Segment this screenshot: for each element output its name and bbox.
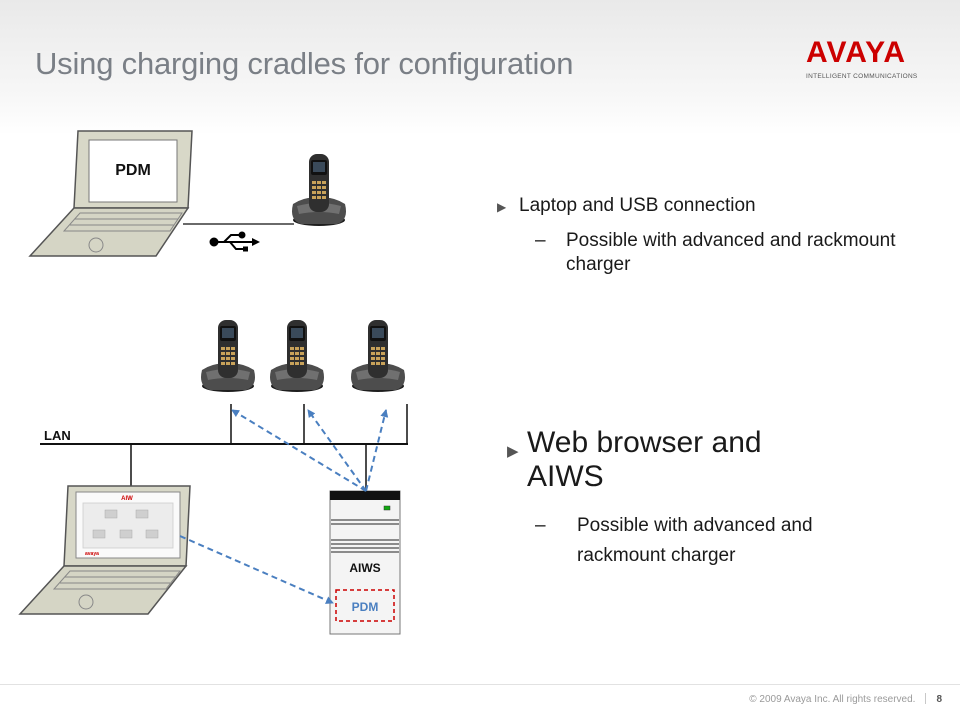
footer-separator (925, 693, 927, 704)
pdm-box-label: PDM (352, 600, 379, 614)
bullet-1-sub-text: Possible with advanced and rackmount cha… (566, 230, 896, 275)
laptop-top-screen-label: PDM (115, 162, 151, 179)
dash-marker: – (535, 515, 546, 536)
bullet-2-sub: – Possible with advanced and rackmount c… (507, 511, 877, 571)
logo-brand: AVAYA (806, 36, 907, 69)
dash-marker: – (535, 230, 546, 251)
bullet-arrow-icon: ▶ (497, 200, 507, 214)
footer: © 2009 Avaya Inc. All rights reserved. 8 (749, 693, 942, 705)
usb-icon (209, 231, 260, 252)
header-band (0, 0, 960, 135)
bullet-1-text: Laptop and USB connection (519, 195, 756, 216)
aiws-server (329, 490, 401, 635)
lan-drops (130, 404, 408, 491)
bullet-arrow-icon: ▶ (507, 443, 519, 460)
bullet-1-sub: – Possible with advanced and rackmount c… (497, 229, 897, 277)
aiws-label: AIWS (349, 561, 380, 575)
laptop-bottom (18, 485, 191, 615)
aiw-screen-title: AIW (121, 496, 133, 502)
phone-cradle-1 (201, 320, 255, 392)
aiw-screen-brand: avaya (85, 551, 99, 557)
avaya-logo: AVAYA INTELLIGENT COMMUNICATIONS (806, 36, 918, 81)
phone-cradle-top (292, 154, 346, 226)
slide-title: Using charging cradles for configuration (35, 46, 574, 81)
logo-tagline: INTELLIGENT COMMUNICATIONS (806, 73, 918, 80)
bullet-group-2: ▶ Web browser and AIWS – Possible with a… (507, 426, 907, 571)
page-number: 8 (936, 694, 942, 705)
dashed-arrows (179, 409, 389, 604)
copyright: © 2009 Avaya Inc. All rights reserved. (749, 694, 916, 705)
bullet-2: ▶ Web browser and AIWS (507, 426, 827, 494)
phone-cradle-3 (351, 320, 405, 392)
bullet-1: ▶ Laptop and USB connection (497, 195, 897, 217)
footer-divider (0, 684, 960, 685)
phone-cradle-2 (270, 320, 324, 392)
lan-label: LAN (44, 428, 71, 443)
bullet-2-sub-text: Possible with advanced and rackmount cha… (577, 515, 813, 566)
bullet-group-1: ▶ Laptop and USB connection – Possible w… (497, 195, 897, 277)
laptop-top (28, 130, 193, 257)
bullet-2-text: Web browser and AIWS (527, 426, 762, 493)
